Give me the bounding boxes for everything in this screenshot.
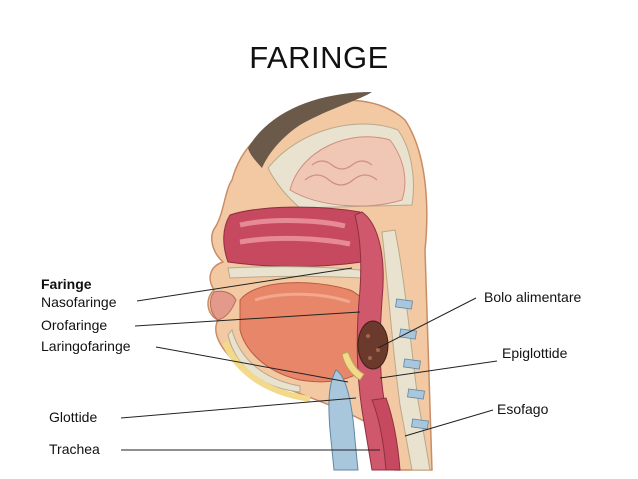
label-laringofaringe: Laringofaringe [41,338,131,354]
fat-layer [222,340,310,402]
brain [289,136,406,207]
lips [210,290,237,321]
esophagus [371,397,401,471]
epiglottis [341,351,365,381]
line-orofaringe [134,311,361,327]
hair [248,92,372,168]
page-title: FARINGE [249,40,389,75]
label-epiglottide: Epiglottide [502,345,568,361]
line-glottide [120,397,357,419]
mandible [227,328,301,393]
line-esofago [404,409,494,437]
label-nasofaringe: Nasofaringe [41,294,117,310]
line-bolo [377,297,477,349]
label-faringe-heading: Faringe [41,276,92,292]
spine [381,229,431,471]
food-bolus [357,320,389,370]
line-nasofaringe [136,267,353,302]
label-glottide: Glottide [49,409,98,425]
line-epiglottide [379,360,498,379]
label-bolo-alimentare: Bolo alimentare [484,289,582,305]
trachea [328,369,359,471]
label-esofago: Esofago [497,401,549,417]
label-orofaringe: Orofaringe [41,317,108,333]
line-laringofaringe [155,346,349,383]
label-trachea: Trachea [49,441,100,457]
